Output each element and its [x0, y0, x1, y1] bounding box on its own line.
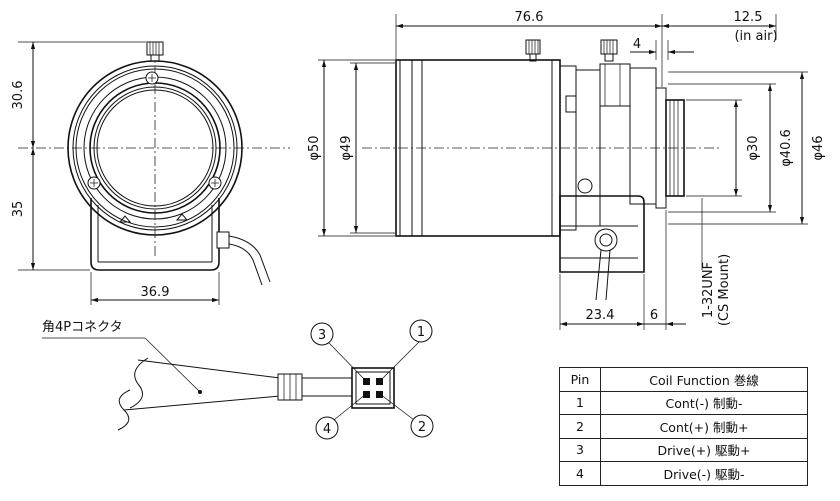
mount-type: (CS Mount)	[717, 254, 732, 326]
pin-function: Drive(+) 駆動+	[600, 437, 808, 462]
front-outer-ring	[67, 60, 243, 236]
callout-pin-2-label: 2	[418, 420, 426, 435]
pin-number: 4	[559, 461, 601, 486]
callout-pin-4	[315, 416, 339, 440]
side-dimensions: 76.6 12.5 (in air) 4 φ50 φ49 φ30 φ40.6	[307, 10, 826, 330]
connector-pin-2	[376, 391, 383, 398]
dim-diameter-46: φ46	[811, 135, 826, 160]
side-view	[362, 39, 720, 301]
pin-number: 2	[559, 414, 601, 439]
cs-mount-thread	[665, 99, 685, 197]
front-screw-right	[208, 176, 222, 190]
pin-number: 1	[559, 390, 601, 415]
dim-diameter-30: φ30	[746, 135, 761, 160]
front-base-bracket	[90, 198, 220, 271]
callout-pin-3-label: 3	[318, 328, 326, 343]
table-row: 2 Cont(+) 制動+	[559, 414, 808, 439]
pin-function-table: Pin Coil Function 巻線 1 Cont(-) 制動- 2 Con…	[559, 367, 808, 486]
pin-function: Drive(-) 駆動-	[600, 461, 808, 486]
connector-housing	[351, 367, 395, 409]
connector-pin-3	[363, 378, 370, 385]
callout-pin-1-label: 1	[417, 325, 425, 340]
connector-cable-break	[129, 357, 149, 409]
dim-flange-back-note: (in air)	[734, 29, 777, 44]
dim-flange-back: 12.5	[734, 10, 763, 25]
side-cable	[595, 249, 602, 301]
front-dimensions: 30.6 35 36.9	[11, 41, 220, 305]
pin-table-header: Pin Coil Function 巻線	[559, 367, 808, 392]
connector-leader-line	[144, 337, 201, 393]
dim-front-bottom-height: 35	[11, 201, 26, 218]
motor-cable-grommet	[594, 228, 618, 252]
callout-pin-3	[310, 322, 334, 346]
front-cable	[228, 235, 271, 283]
thread-spec: 1-32UNF	[701, 262, 716, 318]
connector-label: 角4Pコネクタ	[42, 320, 123, 335]
dim-ring-width: 4	[633, 37, 641, 52]
dim-diameter-50: φ50	[307, 135, 322, 160]
dim-diameter-49: φ49	[339, 135, 354, 160]
connector-pin-4	[363, 391, 370, 398]
pin-table-header-pin: Pin	[559, 367, 601, 392]
table-row: 1 Cont(-) 制動-	[559, 390, 808, 415]
callout-pin-1	[409, 319, 433, 343]
callout-pin-4-label: 4	[323, 422, 331, 437]
front-top-knob	[146, 41, 164, 56]
pin-number: 3	[559, 437, 601, 462]
dim-diameter-40-6: φ40.6	[779, 129, 794, 167]
dim-front-top-height: 30.6	[11, 81, 26, 110]
callout-pin-2	[410, 414, 434, 438]
side-knob-2	[600, 39, 618, 55]
table-row: 4 Drive(-) 駆動-	[559, 461, 808, 486]
connector-drawing: 角4Pコネクタ 3 1 4 2	[42, 319, 434, 440]
pin-function: Cont(+) 制動+	[600, 414, 808, 439]
table-row: 3 Drive(+) 駆動+	[559, 437, 808, 462]
connector-cable	[137, 359, 281, 379]
pin-table-header-function: Coil Function 巻線	[600, 367, 808, 392]
dim-overall-length: 76.6	[515, 10, 544, 25]
front-screw-top-right	[145, 71, 159, 85]
focus-ring	[599, 63, 631, 107]
dim-mount-depth: 6	[650, 308, 658, 323]
dim-front-width: 36.9	[141, 285, 170, 300]
front-view	[18, 41, 290, 286]
front-cable-exit	[216, 231, 230, 249]
connector-pin-1	[376, 378, 383, 385]
pin-function: Cont(-) 制動-	[600, 390, 808, 415]
front-screw-left	[87, 176, 101, 190]
motor-housing	[559, 195, 645, 273]
dim-motor-offset: 23.4	[586, 308, 615, 323]
